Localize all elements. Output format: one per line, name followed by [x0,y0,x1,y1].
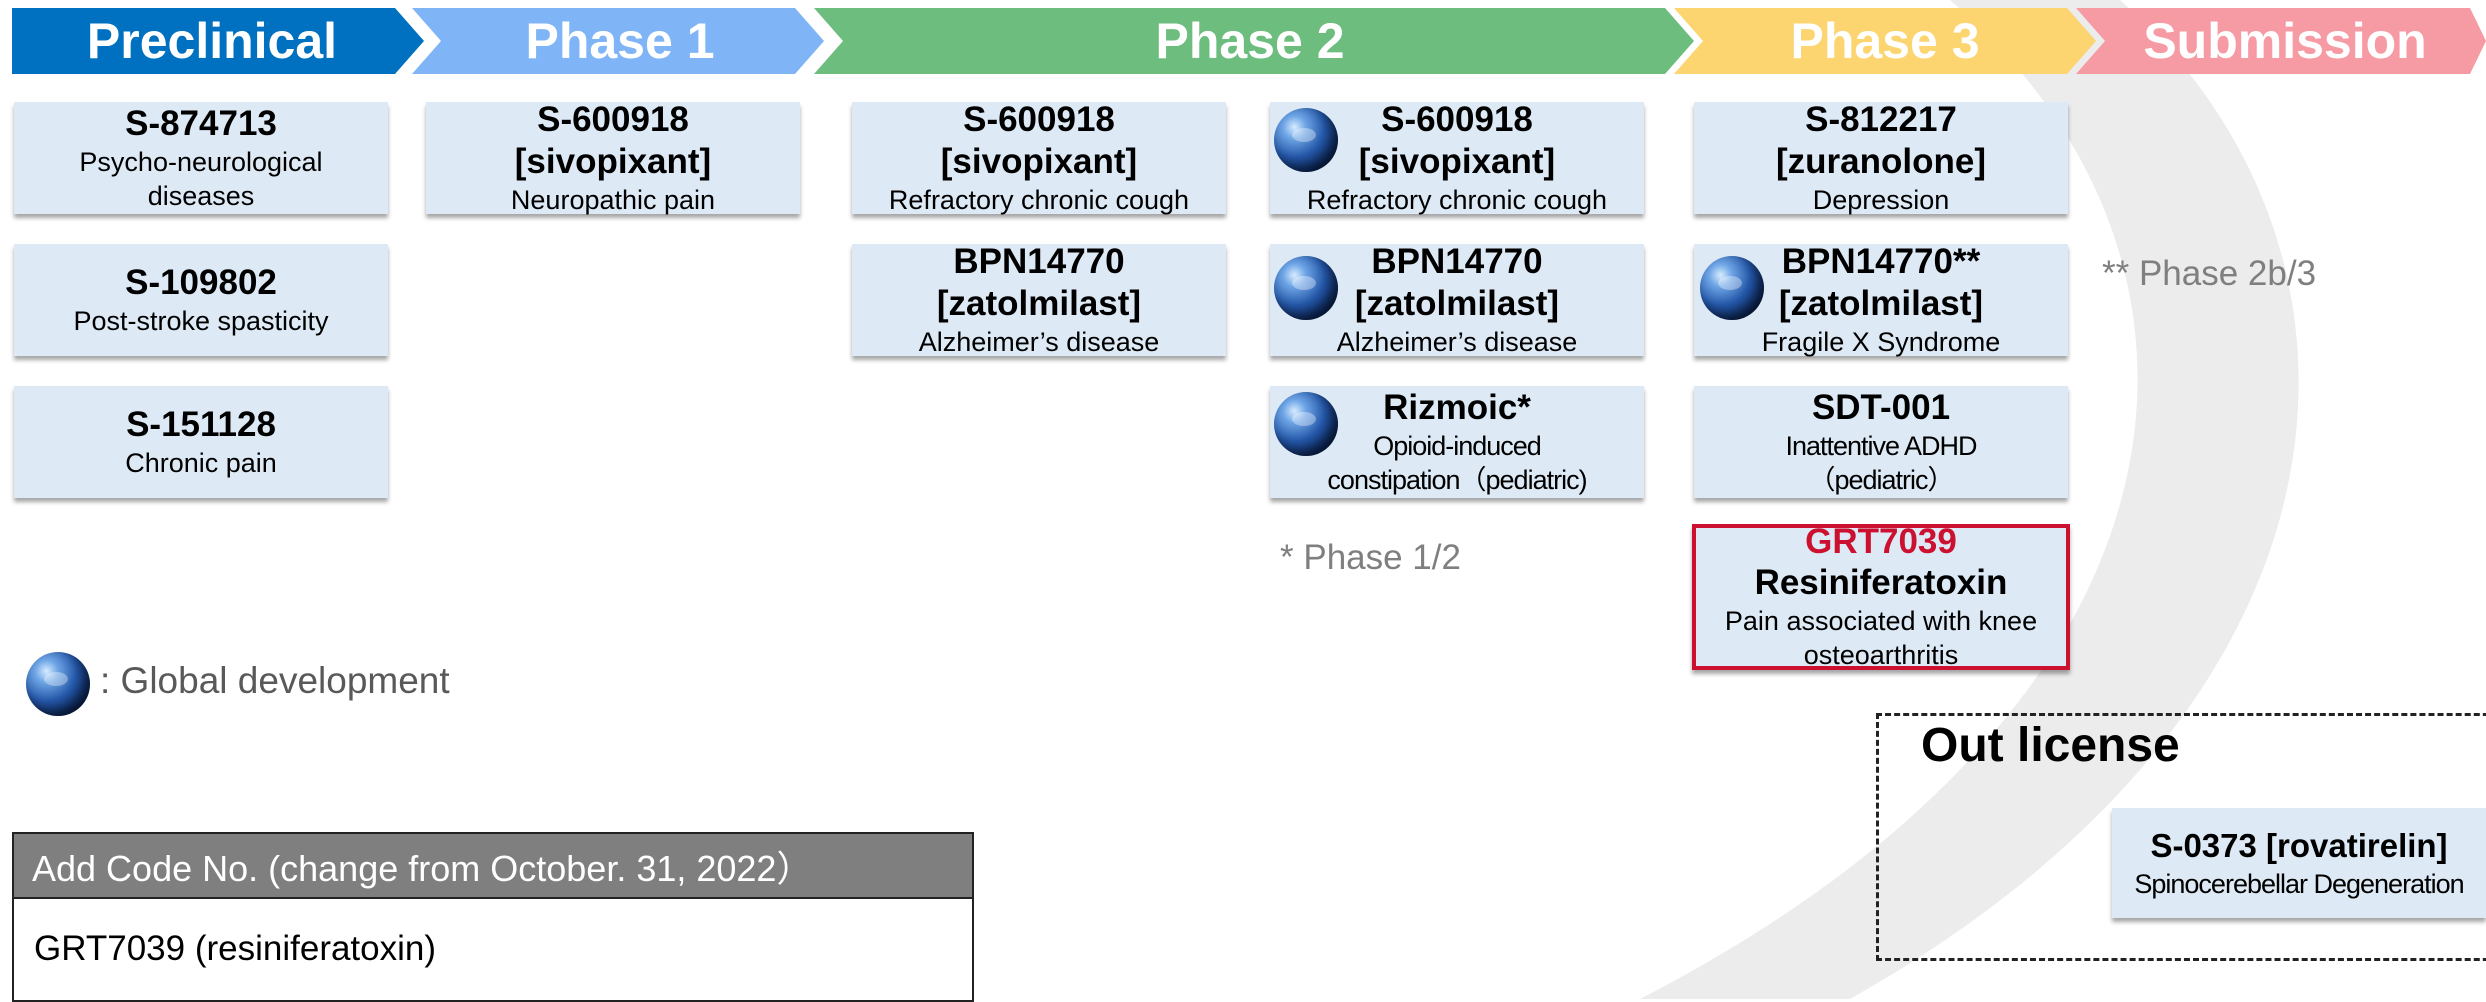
phase-label-submission: Submission [2143,13,2427,69]
card-name: S-151128 [126,405,276,444]
code-table-row: GRT7039 (resiniferatoxin) [34,929,437,968]
card-name: Resiniferatoxin [1754,563,2008,602]
globe-icon [1700,256,1764,320]
card-desc: Refractory chronic cough [888,185,1190,215]
card-name: S-874713 [125,104,277,143]
card-name: BPN14770 [953,242,1125,281]
out-license-box [1876,713,2486,961]
phase-label-preclinical: Preclinical [86,13,338,69]
card-s-600918-phase1: S-600918 [sivopixant] Neuropathic pain [426,100,800,215]
phase-arrows [12,8,2486,74]
card-generic-name: [sivopixant] [940,142,1138,181]
card-generic-name: [sivopixant] [514,142,712,181]
card-name: S-0373 [rovatirelin] [2150,827,2448,864]
card-s-600918-phase2: S-600918 [sivopixant] Refractory chronic… [852,100,1226,215]
card-s-0373: S-0373 [rovatirelin] Spinocerebellar Deg… [2112,808,2486,918]
card-s-874713: S-874713 Psycho-neurological diseases [14,102,388,214]
arrow-phase2 [814,8,1694,74]
card-desc: Psycho-neurological [79,147,323,177]
card-desc: Depression [1812,185,1950,215]
globe-icon [1274,108,1338,172]
card-s-600918-phase2-global: S-600918 [sivopixant] Refractory chronic… [1270,100,1644,215]
card-generic-name: [zatolmilast] [936,284,1142,323]
card-desc: Neuropathic pain [510,185,716,215]
card-generic-name: [zatolmilast] [1778,284,1984,323]
card-desc: Alzheimer’s disease [918,327,1160,357]
card-desc: Chronic pain [125,448,277,478]
arrow-phase1 [412,8,824,74]
card-desc: Spinocerebellar Degeneration [2134,869,2464,899]
card-name: SDT-001 [1811,388,1951,427]
phase-label-phase1: Phase 1 [525,13,715,69]
card-grt7039-highlight: GRT7039 Resiniferatoxin Pain associated … [1692,522,2070,670]
card-name: S-600918 [1381,100,1533,139]
card-name: S-109802 [125,263,277,302]
card-desc: Opioid-induced [1373,431,1542,461]
card-s-812217: S-812217 [zuranolone] Depression [1694,100,2068,215]
note-phase-1-2: * Phase 1/2 [1280,538,1461,577]
card-desc: （pediatric） [1808,465,1954,495]
card-desc: Pain associated with knee [1724,606,2038,636]
card-generic-name: [zuranolone] [1776,142,1986,181]
card-s-151128: S-151128 Chronic pain [14,386,388,498]
card-name: S-600918 [963,100,1115,139]
card-desc: Inattentive ADHD [1785,431,1977,461]
card-name: BPN14770** [1781,242,1981,281]
out-license-title: Out license [1921,719,2180,772]
card-name: S-812217 [1805,100,1957,139]
globe-icon [26,652,90,716]
card-code-highlight: GRT7039 [1805,522,1957,561]
card-s-109802: S-109802 Post-stroke spasticity [14,244,388,356]
phase-label-phase2: Phase 2 [1155,13,1345,69]
card-desc: Fragile X Syndrome [1761,327,2001,357]
card-desc: Post-stroke spasticity [73,306,329,336]
card-name: BPN14770 [1371,242,1543,281]
globe-icon [1274,392,1338,456]
legend-global-development: : Global development [100,660,450,701]
code-table-header: Add Code No. (change from October. 31, 2… [14,834,972,899]
code-change-table: Add Code No. (change from October. 31, 2… [12,832,974,1002]
card-sdt-001: SDT-001 Inattentive ADHD （pediatric） [1694,386,2068,498]
card-desc: Refractory chronic cough [1306,185,1608,215]
globe-icon [1274,256,1338,320]
card-desc: constipation（pediatric) [1327,465,1587,495]
arrow-submission [2076,8,2486,74]
phase-label-phase3: Phase 3 [1790,13,1980,69]
card-bpn14770-phase2: BPN14770 [zatolmilast] Alzheimer’s disea… [852,242,1226,357]
card-desc: osteoarthritis [1803,640,1959,670]
arrow-phase3 [1674,8,2096,74]
arrow-preclinical [12,8,424,74]
card-generic-name: [zatolmilast] [1354,284,1560,323]
card-name: Rizmoic* [1383,388,1531,427]
card-generic-name: [sivopixant] [1358,142,1556,181]
card-desc: Alzheimer’s disease [1336,327,1578,357]
card-desc: diseases [147,181,255,211]
note-phase-2b-3: ** Phase 2b/3 [2102,254,2317,293]
card-name: S-600918 [537,100,689,139]
